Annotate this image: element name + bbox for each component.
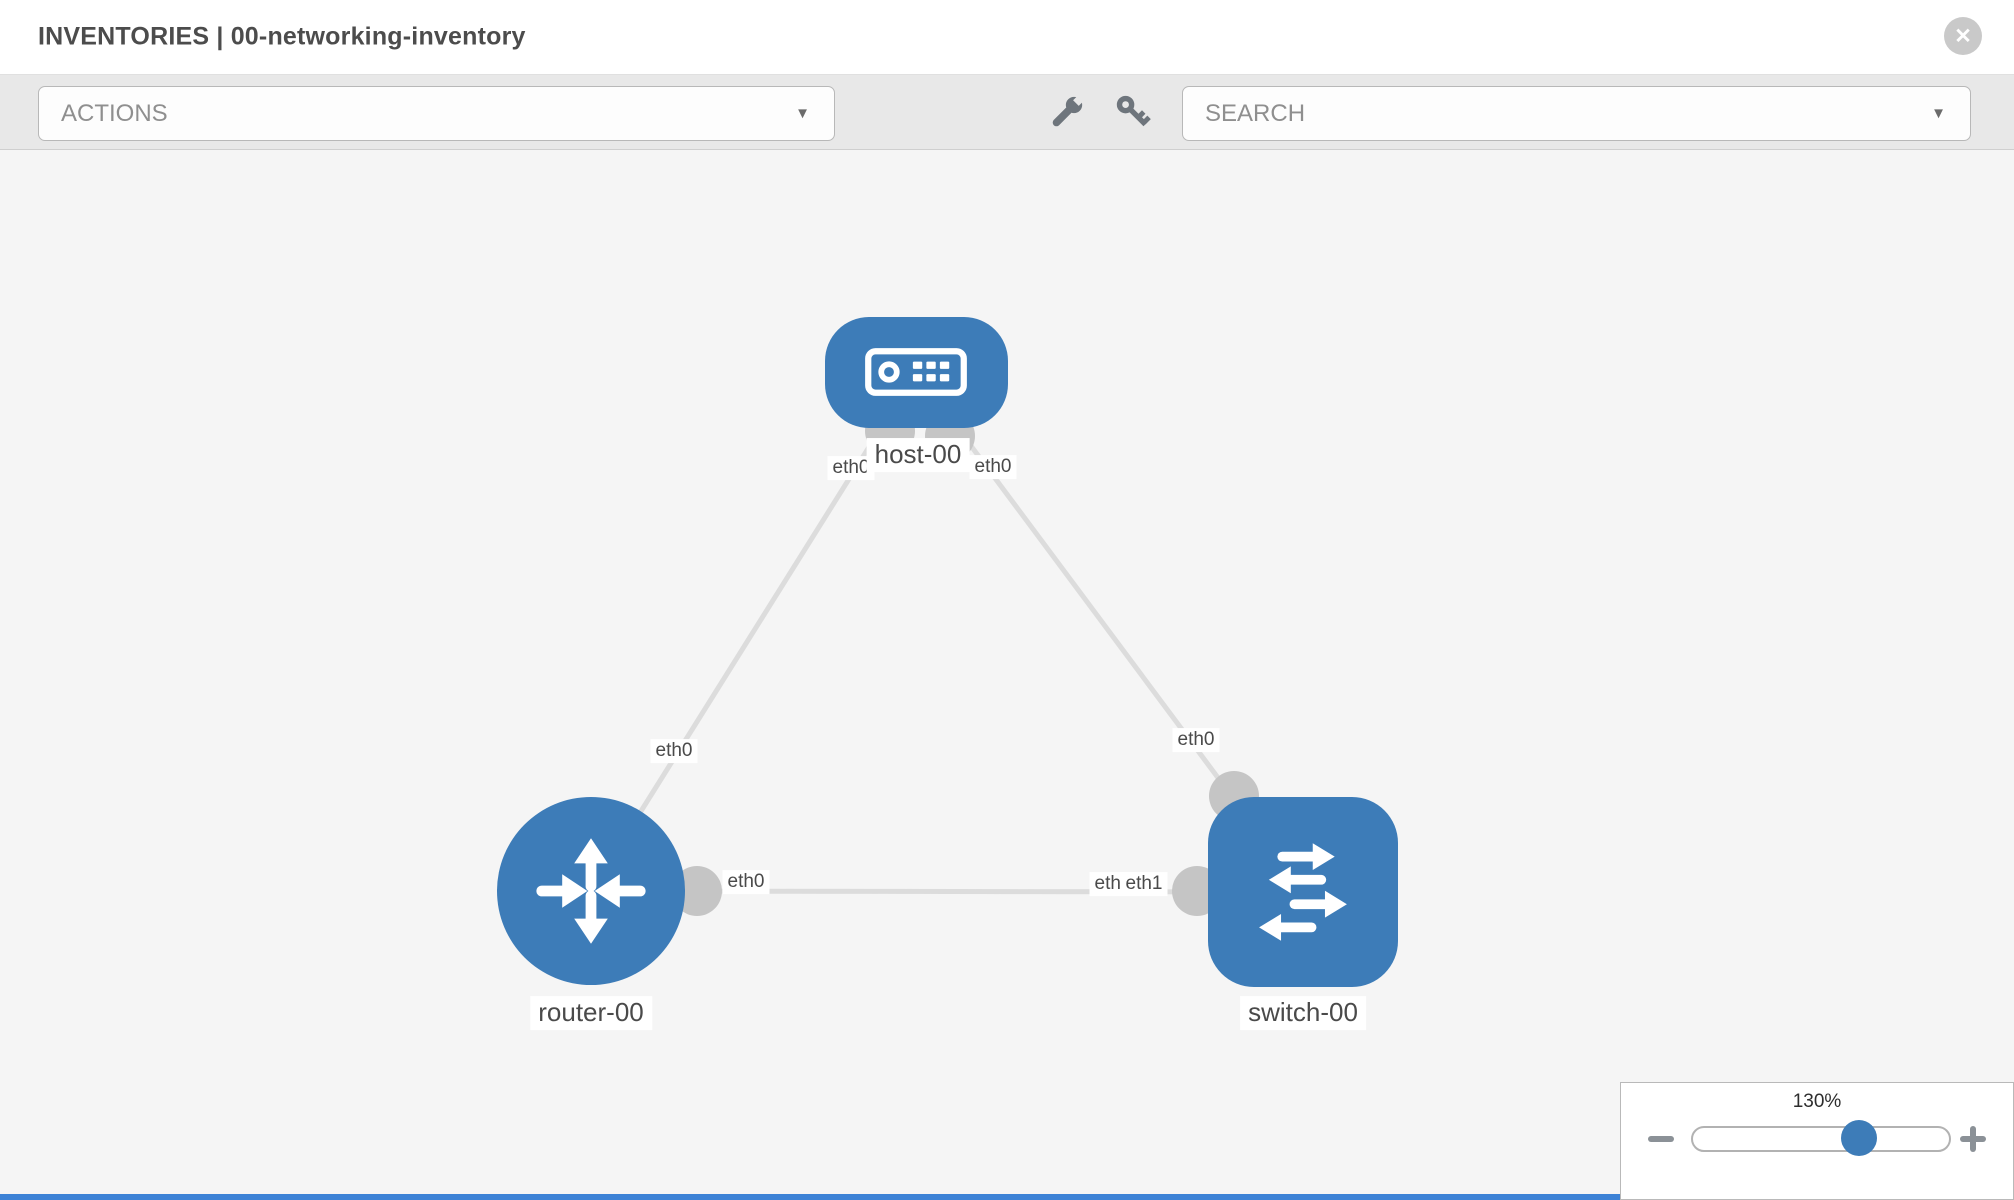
page-title: INVENTORIES | 00-networking-inventory: [38, 22, 526, 51]
interface-label-eth1: eth1: [1120, 872, 1168, 896]
close-button[interactable]: ✕: [1944, 17, 1982, 55]
node-router-00[interactable]: [497, 797, 685, 985]
actions-dropdown[interactable]: ACTIONS ▼: [38, 86, 835, 141]
close-icon: ✕: [1954, 24, 1972, 48]
toolbar: ACTIONS ▼ SEARCH ▼: [0, 75, 2014, 150]
interface-label-eth0: eth0: [650, 739, 698, 763]
chevron-down-icon: ▼: [795, 105, 810, 122]
chevron-down-icon: ▼: [1931, 105, 1946, 122]
bottom-progress-bar: [0, 1194, 1620, 1200]
zoom-slider-thumb[interactable]: [1841, 1120, 1878, 1156]
node-host-00[interactable]: [824, 316, 1008, 428]
zoom-in-button[interactable]: [1959, 1125, 1987, 1153]
node-label-switch-00: switch-00: [1240, 996, 1366, 1030]
wrench-icon[interactable]: [1046, 91, 1088, 133]
minus-icon: [1648, 1136, 1674, 1142]
header: INVENTORIES | 00-networking-inventory ✕: [0, 0, 2014, 75]
node-label-host-00: host-00: [866, 438, 970, 472]
interface-dot: [672, 866, 722, 916]
zoom-out-button[interactable]: [1647, 1125, 1675, 1153]
switch-icon: [1242, 831, 1364, 953]
node-switch-00[interactable]: [1208, 797, 1398, 987]
interface-label-eth0: eth0: [722, 870, 770, 894]
search-dropdown[interactable]: SEARCH ▼: [1182, 86, 1971, 141]
server-icon: [864, 345, 968, 399]
zoom-level-value: 130%: [1792, 1091, 1842, 1112]
zoom-panel: 130%: [1620, 1082, 2014, 1200]
router-icon: [531, 831, 651, 951]
interface-label-eth0: eth0: [1172, 728, 1220, 752]
interface-label-eth0: eth0: [969, 455, 1017, 479]
interface-label-eth0: eth0: [827, 456, 875, 480]
actions-dropdown-label: ACTIONS: [61, 99, 168, 127]
node-label-router-00: router-00: [530, 996, 652, 1030]
zoom-slider-track[interactable]: [1691, 1120, 1951, 1156]
key-icon[interactable]: [1112, 91, 1154, 133]
search-dropdown-label: SEARCH: [1205, 99, 1306, 127]
